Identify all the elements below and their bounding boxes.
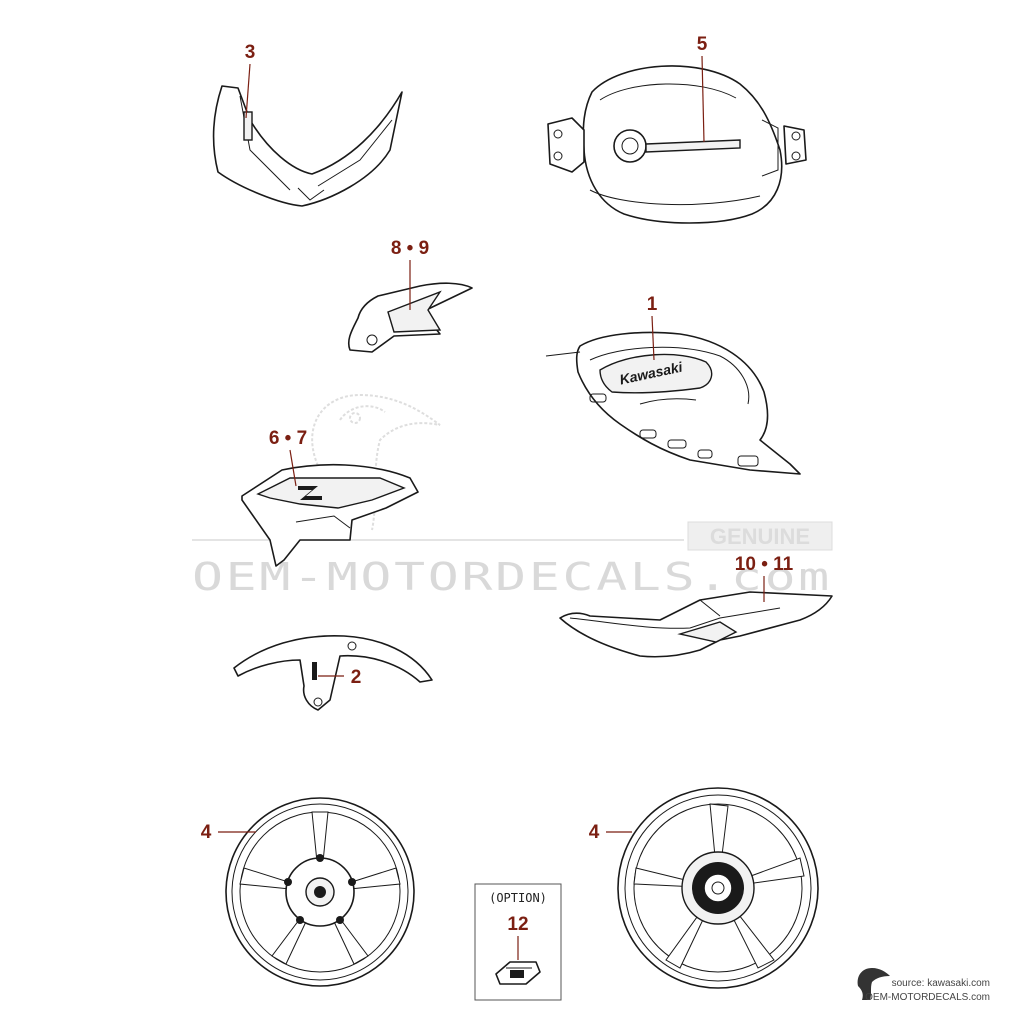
part-8-9-side-shroud[interactable] (347, 282, 473, 353)
watermark-badge-text: GENUINE (710, 524, 810, 549)
callout-6-7: 6 • 7 (269, 428, 307, 449)
tank-front-bracket (547, 117, 585, 173)
part-6-7-radiator-shroud[interactable] (241, 463, 419, 567)
watermark: GENUINE OEM-MOTORDECALS.com (192, 393, 833, 599)
callout-1: 1 (647, 294, 658, 315)
cowl-decal-strip (243, 111, 253, 141)
part-4-front-wheel[interactable] (225, 797, 415, 987)
watermark-site-text: OEM-MOTORDECALS.com (192, 555, 832, 599)
shroud-z-decal (256, 477, 406, 509)
part-10-11-seat-cowl[interactable] (559, 591, 833, 658)
leader-1 (651, 315, 655, 361)
watermark-bird-logo (311, 393, 441, 531)
z-logo-icon (298, 486, 322, 500)
option-box-label: (OPTION) (489, 891, 547, 905)
callout-2: 2 (351, 667, 362, 688)
part-5-tank-top[interactable] (547, 65, 807, 224)
option-box[interactable]: (OPTION) 12 (474, 883, 562, 1001)
tank-rear-bracket (783, 125, 807, 165)
tank-side-decal-panel (599, 353, 713, 394)
callout-8-9: 8 • 9 (391, 238, 429, 259)
callout-5: 5 (697, 34, 708, 55)
credit-bird-logo (857, 968, 890, 1000)
source-credit: source: kawasaki.com OEM-MOTORDECALS.com (857, 968, 990, 1003)
callout-4-right: 4 (589, 822, 600, 843)
callout-4-left: 4 (201, 822, 212, 843)
callout-3: 3 (245, 42, 256, 63)
fender-decal-strip (312, 662, 317, 680)
shroud-decal (387, 290, 442, 333)
leader-6-7 (289, 449, 297, 487)
watermark-badge (687, 521, 833, 551)
part-4-rear-wheel[interactable] (617, 787, 819, 989)
callout-10-11: 10 • 11 (735, 554, 794, 575)
credit-site-text: OEM-MOTORDECALS.com (865, 992, 990, 1003)
credit-source-text: source: kawasaki.com (892, 978, 990, 989)
part-2-front-fender[interactable] (233, 634, 433, 711)
leader-3 (245, 63, 251, 119)
callout-12: 12 (507, 914, 528, 935)
part-3-front-cowl[interactable] (212, 85, 403, 207)
tank-filler-cap (613, 129, 647, 163)
tank-top-decal (645, 139, 741, 153)
part-1-tank-side[interactable]: Kawasaki (545, 331, 801, 475)
leader-5 (701, 55, 705, 143)
part-12-small-decal (495, 961, 541, 985)
seat-cowl-decal (677, 621, 738, 643)
